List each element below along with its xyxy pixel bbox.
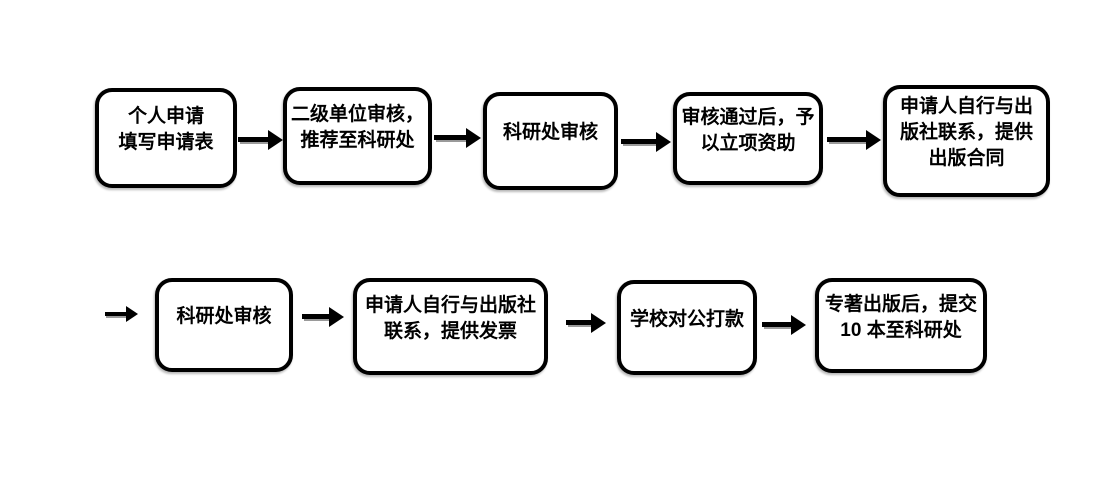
step-text: 出版合同 bbox=[928, 148, 1005, 169]
arrow-head bbox=[791, 315, 806, 335]
arrow-head bbox=[591, 313, 606, 333]
arrow-right-icon bbox=[621, 132, 671, 152]
step-text: 专著出版后，提交 bbox=[825, 293, 978, 315]
flow-step-school-payment: 学校对公打款 bbox=[617, 280, 757, 375]
arrow-shaft bbox=[827, 137, 869, 142]
arrow-head bbox=[656, 132, 671, 152]
flow-step-research-office-review-2: 科研处审核 bbox=[155, 278, 293, 372]
step-text: 填写申请表 bbox=[118, 132, 214, 153]
step-text: 联系，提供发票 bbox=[383, 320, 517, 342]
arrow-right-icon bbox=[238, 130, 283, 150]
flow-step-contact-publisher-contract: 申请人自行与出 版社联系，提供 出版合同 bbox=[883, 85, 1050, 197]
step-text: 申请人自行与出版社 bbox=[364, 294, 536, 316]
arrow-head bbox=[329, 307, 344, 327]
step-text: 推荐至科研处 bbox=[300, 130, 415, 151]
arrow-shaft bbox=[762, 322, 794, 327]
arrow-shaft bbox=[434, 135, 469, 140]
step-text: 科研处审核 bbox=[176, 306, 272, 327]
arrow-head bbox=[268, 130, 283, 150]
arrow-right-icon bbox=[105, 306, 138, 322]
flow-step-funding-approval: 审核通过后，予 以立项资助 bbox=[673, 92, 823, 185]
step-text: 个人申请 bbox=[127, 106, 204, 127]
step-text: 10 本至科研处 bbox=[840, 319, 962, 341]
arrow-right-icon bbox=[434, 128, 481, 148]
step-text: 版社联系，提供 bbox=[899, 122, 1033, 143]
flow-step-research-office-review: 科研处审核 bbox=[483, 92, 618, 190]
step-text: 二级单位审核， bbox=[291, 104, 425, 125]
step-text: 申请人自行与出 bbox=[899, 96, 1033, 117]
arrow-shaft bbox=[302, 314, 332, 319]
arrow-shaft bbox=[621, 139, 659, 144]
arrow-right-icon bbox=[566, 313, 606, 333]
arrow-right-icon bbox=[302, 307, 344, 327]
flow-step-personal-application: 个人申请 填写申请表 bbox=[95, 88, 237, 188]
arrow-shaft bbox=[238, 137, 271, 142]
step-text: 审核通过后，予 bbox=[681, 106, 815, 128]
arrow-shaft bbox=[566, 320, 594, 325]
arrow-head bbox=[126, 306, 138, 322]
flow-step-submit-copies: 专著出版后，提交 10 本至科研处 bbox=[815, 278, 987, 373]
flow-step-contact-publisher-invoice: 申请人自行与出版社 联系，提供发票 bbox=[353, 278, 548, 375]
arrow-head bbox=[466, 128, 481, 148]
step-text: 学校对公打款 bbox=[629, 308, 744, 330]
flow-step-unit-review: 二级单位审核， 推荐至科研处 bbox=[283, 87, 432, 185]
arrow-right-icon bbox=[827, 130, 881, 150]
arrow-right-icon bbox=[762, 315, 806, 335]
arrow-head bbox=[866, 130, 881, 150]
arrow-shaft bbox=[105, 312, 128, 316]
step-text: 以立项资助 bbox=[700, 132, 796, 154]
step-text: 科研处审核 bbox=[502, 122, 598, 143]
